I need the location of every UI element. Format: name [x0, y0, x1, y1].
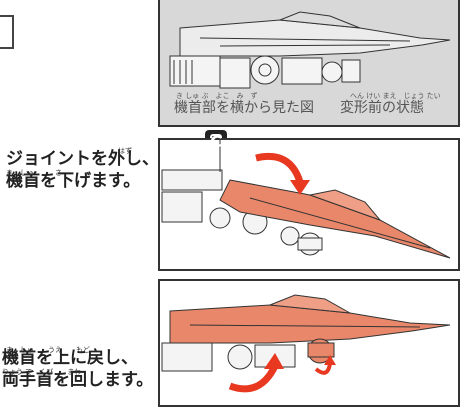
- caption-before-transform: 変形前の状態: [340, 100, 424, 116]
- step1-line2-wrap: き しゅ さ 機首を下げます。: [6, 169, 159, 192]
- nose-lowered-illustration: [161, 140, 451, 259]
- caption-right-ruby: へん けい まえ じょう たい: [350, 92, 441, 100]
- step1-line1: ジョイントを外し、: [6, 149, 159, 169]
- edge-frame: [0, 15, 14, 49]
- joint-c-label: C: [205, 130, 227, 154]
- joint-c-letter: C: [210, 132, 222, 151]
- step2-instructions: き しゅ うえ もど 機首を上に戻し、 りょう て くび まわ 両手首を回します…: [2, 346, 154, 391]
- step1-ruby-line1: はず: [118, 147, 132, 155]
- robot-side-view-illustration: [169, 11, 451, 89]
- step1-instructions: はず ジョイントを外し、 き しゅ さ 機首を下げます。: [6, 147, 159, 192]
- step2-line2: 両手首を回します。: [2, 370, 154, 390]
- step1-panel: [158, 138, 460, 271]
- step2-ruby-line2: りょう て くび まわ: [2, 368, 82, 376]
- step1-ruby-line2: き しゅ さ: [6, 169, 62, 177]
- nose-raised-illustration: [161, 294, 451, 393]
- step2-line1-wrap: き しゅ うえ もど 機首を上に戻し、: [2, 346, 153, 369]
- caption-left-ruby: き しゅ ぶ よこ み ず: [176, 92, 258, 100]
- step1-line1-wrap: はず ジョイントを外し、: [6, 147, 159, 170]
- caption-side-view: 機首部を横から見た図: [174, 100, 314, 116]
- step2-panel: [158, 279, 460, 407]
- step2-ruby-line1: き しゅ うえ もど: [6, 346, 90, 354]
- step1-line2: 機首を下げます。: [6, 171, 141, 191]
- step2-line1: 機首を上に戻し、: [2, 348, 138, 368]
- side-view-panel: き しゅ ぶ よこ み ず へん けい まえ じょう たい 機首部を横から見た図…: [158, 0, 460, 127]
- step2-line2-wrap: りょう て くび まわ 両手首を回します。: [2, 368, 154, 391]
